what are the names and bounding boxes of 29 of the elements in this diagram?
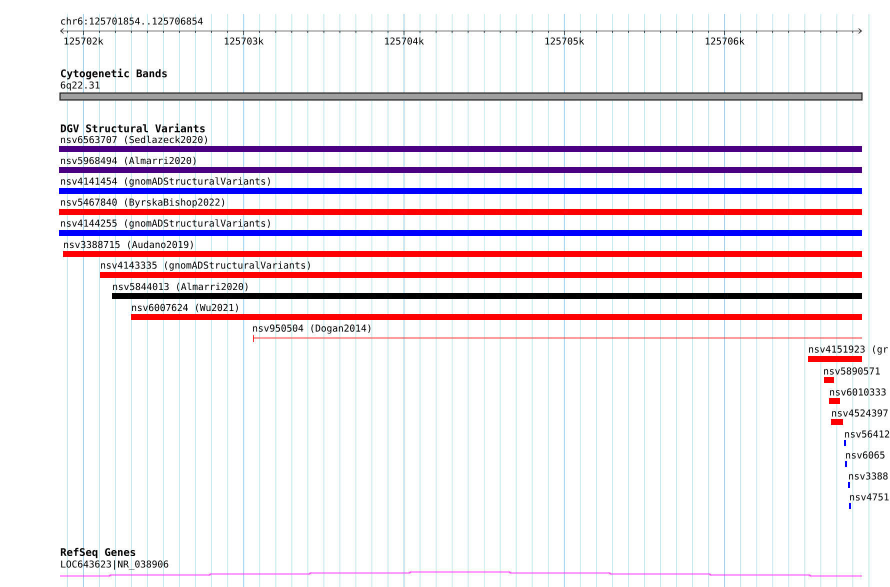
feature-label: nsv950504 (Dogan2014) <box>253 324 370 334</box>
gene-label: LOC643623|NR_038906 <box>61 560 168 570</box>
feature-label: nsv4143335 (gnomADStructuralVariants) <box>101 261 310 271</box>
track-title: Cytogenetic Bands <box>61 68 167 80</box>
tick-label: 125703k <box>224 37 264 45</box>
feature-label: nsv5844013 (Almarri2020) <box>113 282 248 292</box>
feature-label: nsv4524397 <box>832 409 888 417</box>
feature-label: nsv56412 <box>845 430 890 438</box>
feature-label: nsv5467840 (ByrskaBishop2022) <box>61 198 224 208</box>
tick-label: 125705k <box>545 37 584 45</box>
feature-label: nsv6007624 (Wu2021) <box>132 304 238 312</box>
feature-label: nsv6563707 (Sedlazeck2020) <box>61 136 207 144</box>
feature-label: nsv4151923 (gr <box>809 345 888 355</box>
band-label: 6q22.31 <box>60 81 100 91</box>
feature-label: nsv3388715 (Audano2019) <box>64 240 193 250</box>
feature-label: nsv5968494 (Almarri2020) <box>61 156 196 166</box>
track-title: RefSeq Genes <box>60 548 136 558</box>
feature-label: nsv4141454 (gnomADStructuralVariants) <box>61 177 270 187</box>
location-text: chr6:125701854..125706854 <box>61 17 203 25</box>
track-title: DGV Structural Variants <box>60 124 205 132</box>
tick-label: 125702k <box>64 37 104 45</box>
tick-label: 125706k <box>706 37 744 45</box>
feature-label: nsv3388 <box>849 472 888 480</box>
feature-label: nsv4751 <box>850 493 889 501</box>
feature-label: nsv6065 <box>846 451 884 459</box>
feature-label: nsv4144255 (gnomADStructuralVariants) <box>61 219 270 229</box>
tick-label: 125704k <box>385 37 424 45</box>
feature-label: nsv5890571 <box>824 367 880 375</box>
feature-label: nsv6010333 <box>830 388 886 396</box>
